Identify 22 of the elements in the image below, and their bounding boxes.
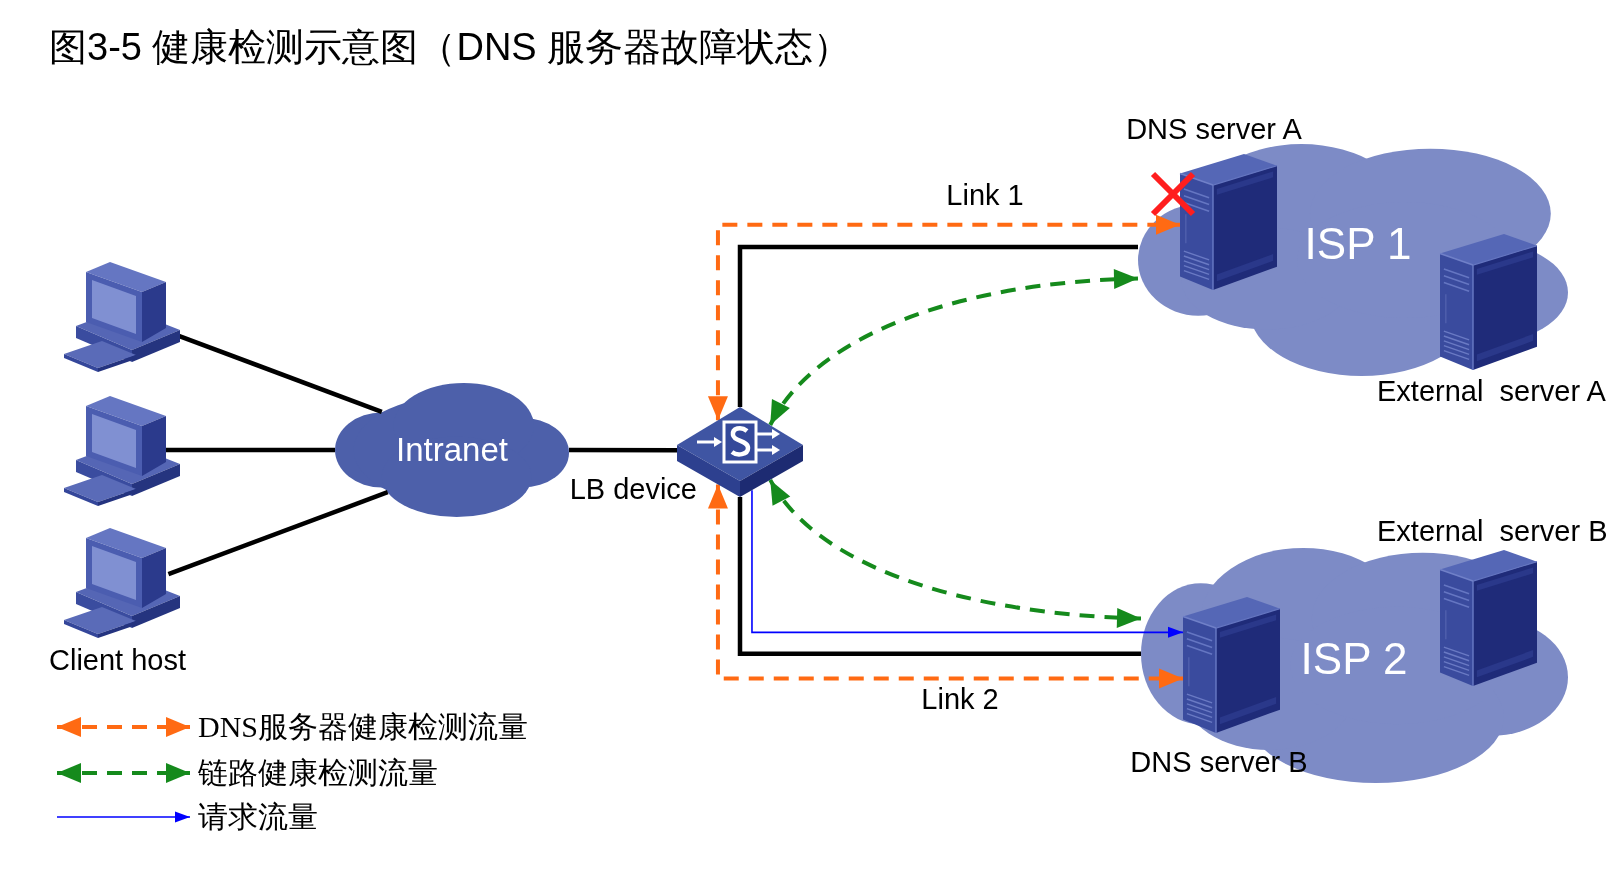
device-label: Client host: [49, 644, 186, 678]
dashed-double-arrow: [707, 214, 1180, 421]
arrow: [751, 489, 1184, 638]
legend-label: 请求流量: [198, 799, 318, 835]
cloud-label: ISP 1: [1304, 218, 1412, 270]
connector-line: [569, 447, 677, 453]
cloud-label: Intranet: [396, 431, 508, 469]
device-label: LB device: [569, 473, 697, 507]
legend-label: 链路健康检测流量: [198, 755, 438, 791]
dashed-double-arrow: [768, 269, 1139, 427]
dashed-double-arrow: [768, 478, 1142, 628]
title: 图3-5 健康检测示意图（DNS 服务器故障状态）: [49, 26, 852, 70]
device-label: External server A: [1377, 375, 1606, 409]
dashed-double-arrow: [707, 484, 1183, 689]
connector-line: [167, 490, 389, 577]
device-label: External server B: [1377, 515, 1608, 549]
device-label: DNS server A: [1126, 113, 1302, 147]
connector-line: [737, 244, 1138, 407]
legend-label: DNS服务器健康检测流量: [198, 709, 528, 745]
connector-line: [737, 497, 1141, 656]
cloud-label: ISP 2: [1300, 633, 1408, 685]
connector-line: [163, 447, 335, 453]
